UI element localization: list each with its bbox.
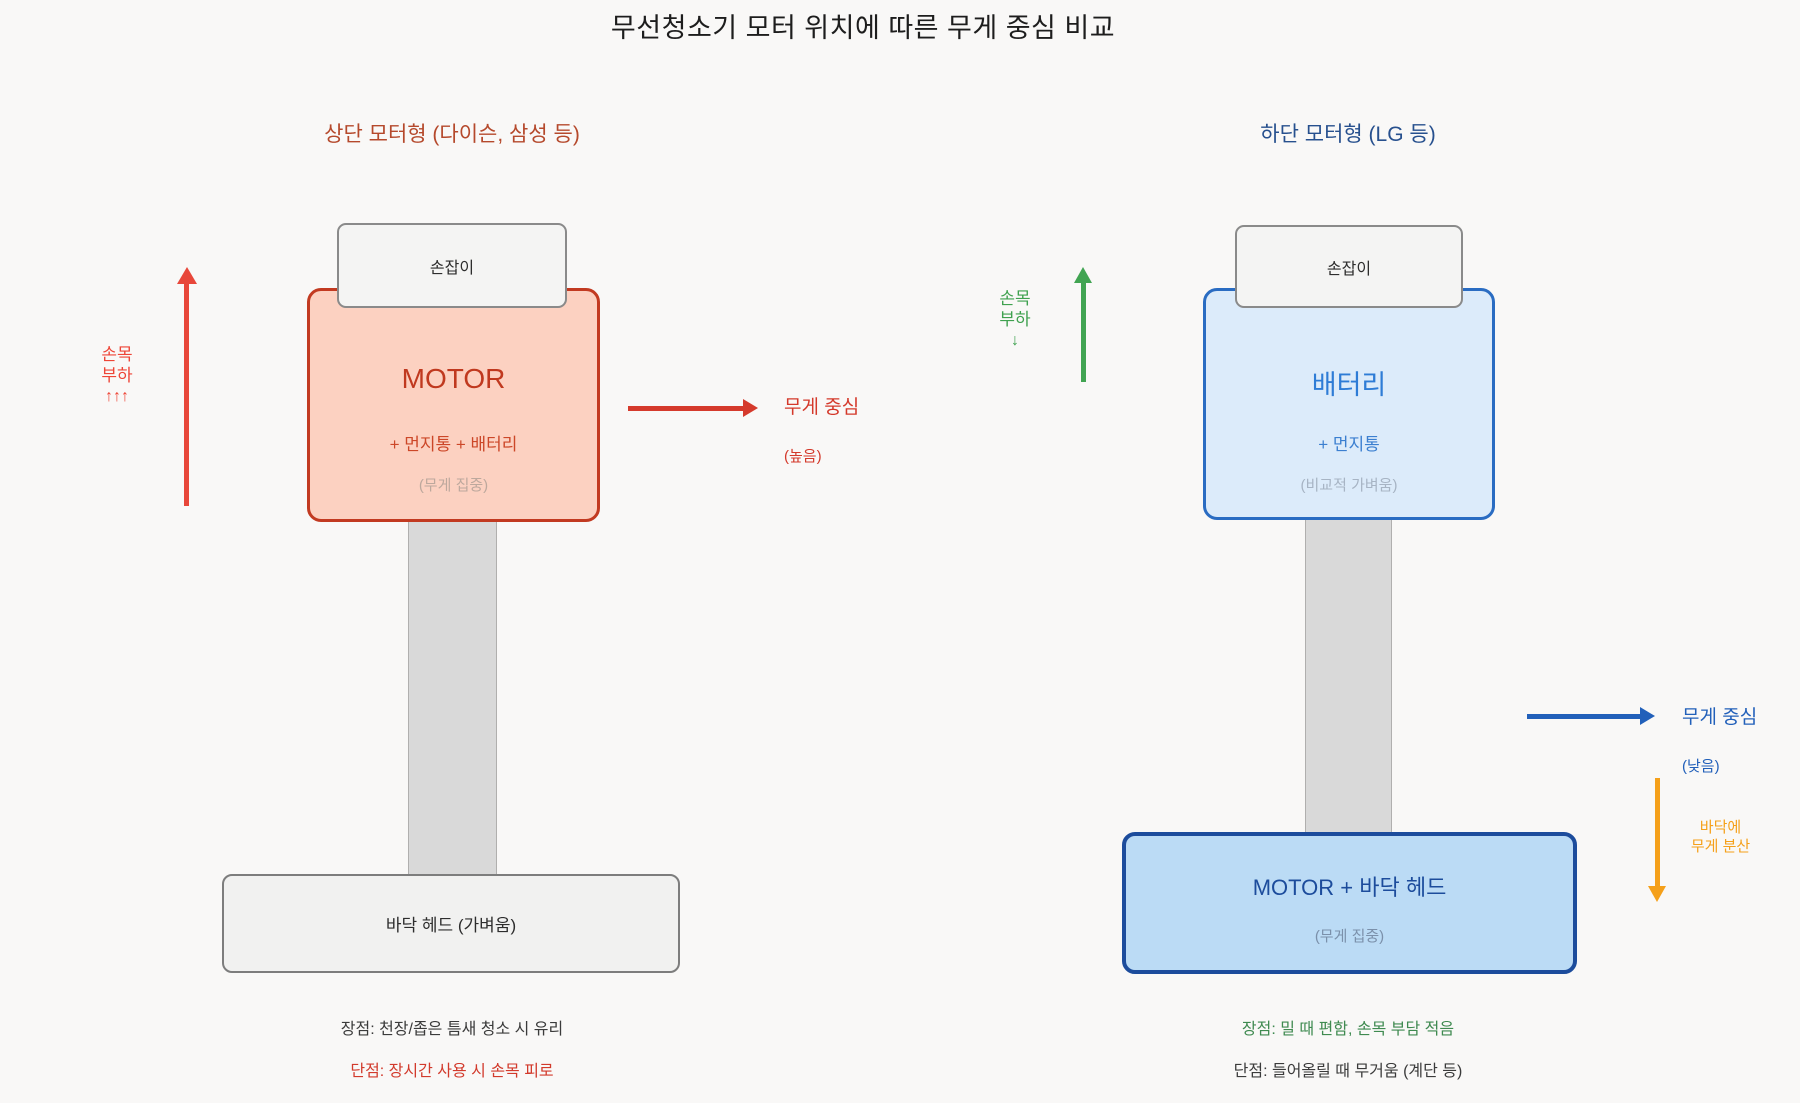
- right-handle-label: 손잡이: [1326, 260, 1372, 278]
- right-bottom-motor-box-note: (무게 집중): [1314, 928, 1385, 945]
- left-motor-box: MOTOR + 먼지통 + 배터리 (무게 집중): [307, 288, 600, 522]
- left-motor-box-subtitle: + 먼지통 + 배터리: [389, 435, 518, 454]
- weight-dispersion-line1: 바닥에: [1699, 819, 1742, 836]
- page-title: 무선청소기 모터 위치에 따른 무게 중심 비교: [610, 13, 1116, 43]
- right-cons-text: 단점: 들어올릴 때 무거움 (계단 등): [1233, 1063, 1463, 1080]
- weight-dispersion-label: 바닥에 무게 분산: [1658, 818, 1783, 856]
- left-wrist-load-line2: 부하: [101, 366, 133, 385]
- right-cog-note: (낮음): [1682, 758, 1720, 775]
- left-pros-text: 장점: 천장/좁은 틈새 청소 시 유리: [340, 1021, 564, 1038]
- left-cog-arrow: [628, 406, 744, 411]
- weight-dispersion-line2: 무게 분산: [1690, 838, 1751, 855]
- right-cog-label-text: 무게 중심: [1682, 707, 1758, 728]
- left-cog-note: (높음): [784, 448, 822, 465]
- right-column-header: 하단 모터형 (LG 등): [1260, 123, 1436, 146]
- right-battery-box-note: (비교적 가벼움): [1300, 477, 1398, 494]
- right-cog-arrow-head-icon: [1640, 707, 1655, 725]
- left-motor-box-title: MOTOR: [401, 363, 506, 394]
- left-wrist-load-arrow: [184, 283, 189, 506]
- weight-dispersion-arrow: [1655, 778, 1660, 887]
- right-cog-label: 무게 중심 (낮음): [1682, 702, 1757, 776]
- left-cons-text: 단점: 장시간 사용 시 손목 피로: [350, 1063, 554, 1080]
- up-arrows-glyph: ↑↑↑: [105, 388, 129, 405]
- right-pole: [1305, 515, 1392, 838]
- right-wrist-load-label: 손목 부하 ↓: [967, 288, 1063, 351]
- left-floor-head-label: 바닥 헤드 (가벼움): [385, 916, 517, 935]
- right-battery-box-subtitle: + 먼지통: [1318, 435, 1380, 454]
- left-wrist-load-label: 손목 부하 ↑↑↑: [69, 344, 165, 407]
- right-handle-box: 손잡이: [1235, 225, 1463, 308]
- right-wrist-load-line1: 손목: [999, 289, 1031, 308]
- right-battery-box: 배터리 + 먼지통 (비교적 가벼움): [1203, 288, 1495, 520]
- down-arrow-glyph: ↓: [1011, 332, 1019, 349]
- left-handle-box: 손잡이: [337, 223, 567, 308]
- left-handle-label: 손잡이: [429, 259, 475, 277]
- left-cog-label-text: 무게 중심: [784, 397, 860, 418]
- left-pole: [408, 515, 497, 877]
- right-battery-box-title: 배터리: [1311, 370, 1387, 400]
- right-bottom-motor-box-title: MOTOR + 바닥 헤드: [1252, 875, 1447, 900]
- right-cog-arrow: [1527, 714, 1641, 719]
- right-pros-text: 장점: 밀 때 편함, 손목 부담 적음: [1241, 1021, 1455, 1038]
- right-wrist-load-arrow: [1081, 282, 1086, 382]
- left-wrist-load-line1: 손목: [101, 345, 133, 364]
- left-cog-arrow-head-icon: [743, 399, 758, 417]
- left-cog-label: 무게 중심 (높음): [784, 392, 859, 466]
- left-floor-head-box: 바닥 헤드 (가벼움): [222, 874, 680, 973]
- right-wrist-load-arrow-head-icon: [1074, 267, 1092, 283]
- left-motor-box-note: (무게 집중): [418, 477, 489, 494]
- left-column-header: 상단 모터형 (다이슨, 삼성 등): [324, 123, 580, 146]
- right-bottom-motor-box: MOTOR + 바닥 헤드 (무게 집중): [1122, 832, 1577, 974]
- right-wrist-load-line2: 부하: [999, 310, 1031, 329]
- weight-dispersion-arrow-head-icon: [1648, 886, 1666, 902]
- left-wrist-load-arrow-head-icon: [177, 267, 197, 284]
